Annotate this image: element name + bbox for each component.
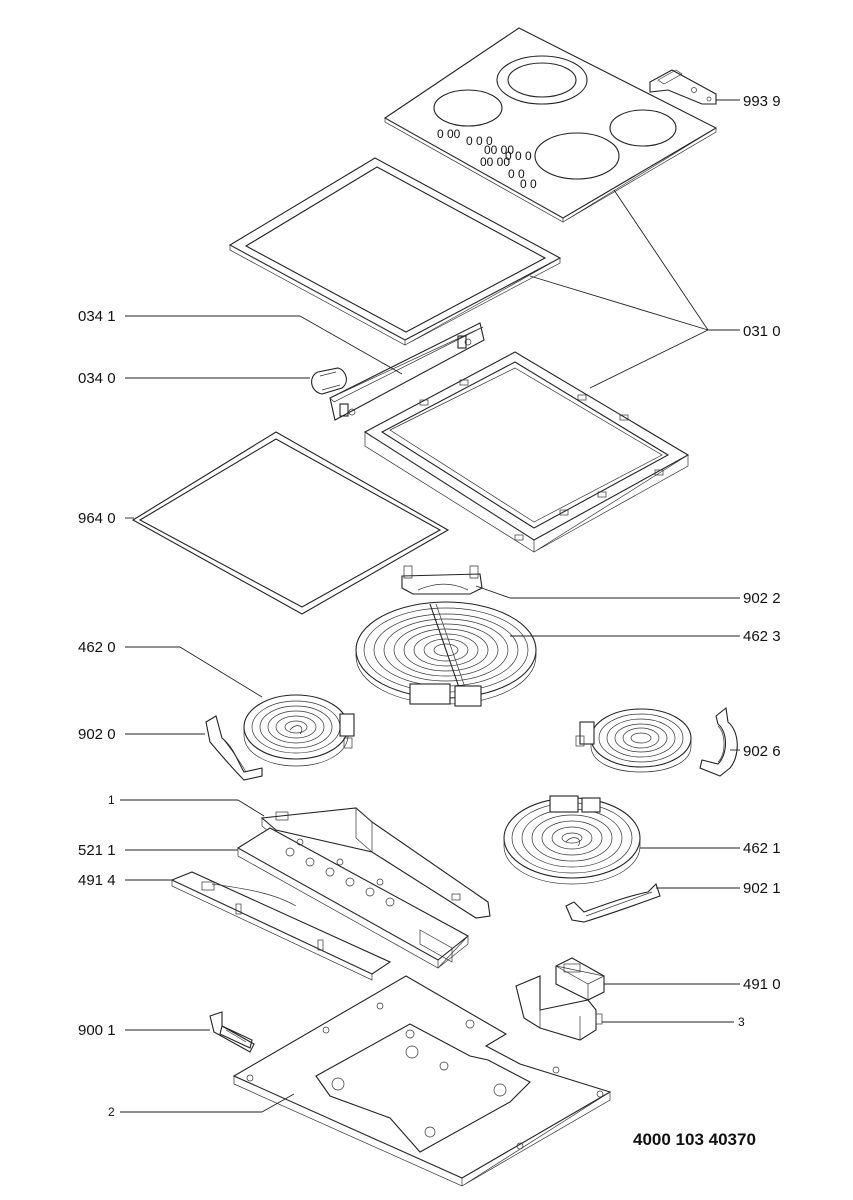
control-module-521-1: [236, 827, 469, 969]
clip-034-0: [311, 367, 347, 395]
bottom-housing-2: [232, 975, 612, 1187]
svg-text:00 00: 00 00: [480, 155, 510, 169]
svg-text:0 0: 0 0: [508, 167, 525, 181]
bracket-3: [515, 975, 603, 1041]
glass-cooktop-top: 0 00 0 0 0 00 00 0 0 0 00 00 0 0 0 0: [383, 27, 718, 223]
heating-element-462-1: [503, 795, 641, 885]
label-1: 1: [108, 793, 115, 807]
svg-text:0 0: 0 0: [520, 177, 537, 191]
label-2: 2: [108, 1105, 115, 1119]
label-964-0: 964 0: [78, 510, 116, 527]
label-902-6: 902 6: [743, 743, 781, 760]
bracket-902-6: [699, 706, 738, 777]
part-labels: 993 9 034 1 034 0 031 0 964 0 902 2 462 …: [78, 93, 781, 1119]
support-tray-frame: [363, 351, 690, 553]
heating-element-462-3: [355, 601, 537, 707]
label-902-2: 902 2: [743, 590, 781, 607]
label-521-1: 521 1: [78, 842, 116, 859]
relay-491-0: [555, 957, 606, 1001]
label-462-0: 462 0: [78, 639, 116, 656]
cooktop-frame: [228, 157, 562, 346]
label-034-1: 034 1: [78, 308, 116, 325]
touch-board-491-4: [170, 871, 392, 981]
label-900-1: 900 1: [78, 1022, 116, 1039]
svg-text:0 0 0: 0 0 0: [466, 134, 493, 148]
part-900-1: [209, 1011, 255, 1053]
bracket-034-1: [329, 322, 485, 421]
label-491-0: 491 0: [743, 976, 781, 993]
label-034-0: 034 0: [78, 370, 116, 387]
bracket-902-2: [401, 565, 483, 595]
gasket-964-0: [131, 431, 450, 615]
svg-text:0 00: 0 00: [437, 127, 461, 141]
control-symbols: 0 00 0 0 0 00 00 0 0 0 00 00 0 0 0 0: [437, 127, 537, 191]
heating-element-462-0: [243, 694, 355, 767]
label-3: 3: [738, 1015, 745, 1029]
heating-element-right: [575, 708, 692, 773]
document-number: 4000 103 40370: [633, 1130, 756, 1149]
label-031-0: 031 0: [743, 323, 781, 340]
label-993-9: 993 9: [743, 93, 781, 110]
label-902-0: 902 0: [78, 726, 116, 743]
svg-text:0 0 0: 0 0 0: [505, 149, 532, 163]
label-902-1: 902 1: [743, 880, 781, 897]
part-993-9: [649, 69, 717, 105]
bracket-902-1: [565, 882, 661, 923]
label-462-3: 462 3: [743, 628, 781, 645]
svg-text:00 00: 00 00: [484, 143, 514, 157]
label-491-4: 491 4: [78, 872, 116, 889]
bracket-902-0: [205, 715, 263, 781]
label-462-1: 462 1: [743, 840, 781, 857]
leader-lines: [120, 99, 740, 1113]
